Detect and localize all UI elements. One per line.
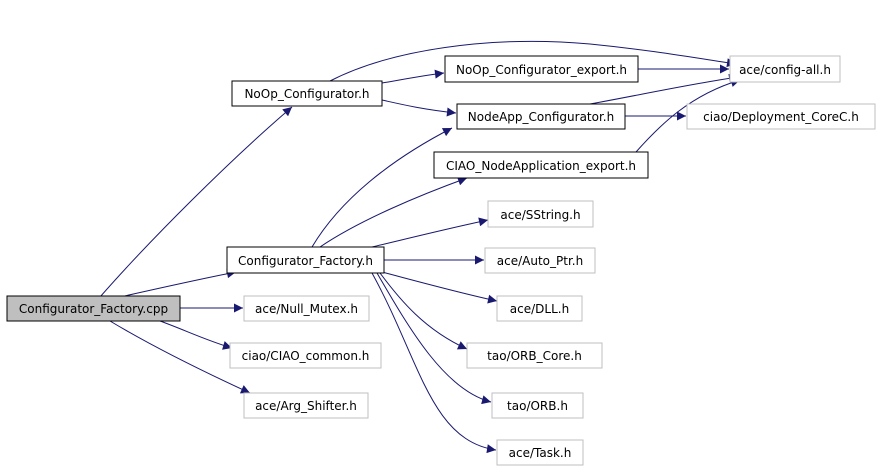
node-ace-auto-ptr-h[interactable]: ace/Auto_Ptr.h (484, 247, 596, 274)
node-nodeapp-configurator-h[interactable]: NodeApp_Configurator.h (456, 103, 626, 130)
svg-text:ace/DLL.h: ace/DLL.h (510, 302, 569, 316)
node-ace-config-all-h[interactable]: ace/config-all.h (729, 55, 841, 83)
edge-cpp-to-ciao-common (159, 320, 233, 350)
node-ace-arg-shifter-h[interactable]: ace/Arg_Shifter.h (243, 392, 369, 419)
edge-cpp-to-configurator-factory-h (119, 269, 237, 298)
svg-text:ciao/Deployment_CoreC.h: ciao/Deployment_CoreC.h (703, 110, 859, 124)
svg-text:Configurator_Factory.h: Configurator_Factory.h (238, 254, 373, 268)
edge-cpp-to-arg-shifter (109, 320, 251, 394)
edge-factory-to-dll (381, 271, 498, 304)
svg-text:NoOp_Configurator_export.h: NoOp_Configurator_export.h (456, 63, 627, 77)
edge-noop-to-nodeapp (381, 99, 457, 117)
edge-noop-to-noop-export (381, 69, 445, 84)
node-configurator-factory-cpp[interactable]: Configurator_Factory.cpp (6, 295, 181, 322)
svg-text:NoOp_Configurator.h: NoOp_Configurator.h (244, 87, 369, 101)
edge-factory-to-task (371, 272, 497, 454)
svg-text:ace/Task.h: ace/Task.h (509, 446, 572, 460)
edge-factory-to-orb-core (379, 272, 468, 350)
node-ciao-deployment-corec-h[interactable]: ciao/Deployment_CoreC.h (686, 103, 876, 130)
node-noop-configurator-export-h[interactable]: NoOp_Configurator_export.h (444, 55, 639, 83)
svg-text:NodeApp_Configurator.h: NodeApp_Configurator.h (468, 110, 614, 124)
node-tao-orb-h[interactable]: tao/ORB.h (491, 392, 584, 419)
edge-cpp-to-noop-configurator (99, 106, 293, 298)
svg-text:ace/Arg_Shifter.h: ace/Arg_Shifter.h (255, 399, 357, 413)
svg-text:tao/ORB.h: tao/ORB.h (507, 399, 568, 413)
svg-text:CIAO_NodeApplication_export.h: CIAO_NodeApplication_export.h (446, 159, 636, 173)
node-ace-dll-h[interactable]: ace/DLL.h (496, 295, 583, 322)
node-ace-sstring-h[interactable]: ace/SString.h (487, 200, 594, 228)
node-ciao-nodeapplication-export-h[interactable]: CIAO_NodeApplication_export.h (433, 151, 649, 179)
svg-text:ciao/CIAO_common.h: ciao/CIAO_common.h (242, 349, 370, 363)
edge-factory-to-sstring (371, 217, 489, 248)
node-tao-orb-core-h[interactable]: tao/ORB_Core.h (466, 342, 603, 369)
node-configurator-factory-h[interactable]: Configurator_Factory.h (226, 246, 385, 274)
svg-text:ace/SString.h: ace/SString.h (500, 208, 580, 222)
edge-noop-to-config-all (329, 40, 737, 82)
edge-nodeapp-to-config-all (589, 73, 739, 105)
node-noop-configurator-h[interactable]: NoOp_Configurator.h (231, 80, 383, 107)
edge-factory-to-orb (376, 272, 492, 405)
edge-nodeapp-export-to-config-all (635, 78, 741, 153)
node-ace-null-mutex-h[interactable]: ace/Null_Mutex.h (243, 295, 370, 322)
node-ciao-ciao-common-h[interactable]: ciao/CIAO_common.h (229, 342, 382, 369)
edge-factory-to-nodeapp-export (319, 176, 468, 248)
svg-text:ace/config-all.h: ace/config-all.h (739, 63, 831, 77)
svg-text:ace/Auto_Ptr.h: ace/Auto_Ptr.h (497, 254, 583, 268)
svg-text:Configurator_Factory.cpp: Configurator_Factory.cpp (19, 302, 168, 316)
svg-text:ace/Null_Mutex.h: ace/Null_Mutex.h (255, 302, 358, 316)
node-ace-task-h[interactable]: ace/Task.h (496, 439, 584, 466)
edge-factory-to-nodeapp (311, 127, 453, 248)
svg-text:tao/ORB_Core.h: tao/ORB_Core.h (487, 349, 582, 363)
